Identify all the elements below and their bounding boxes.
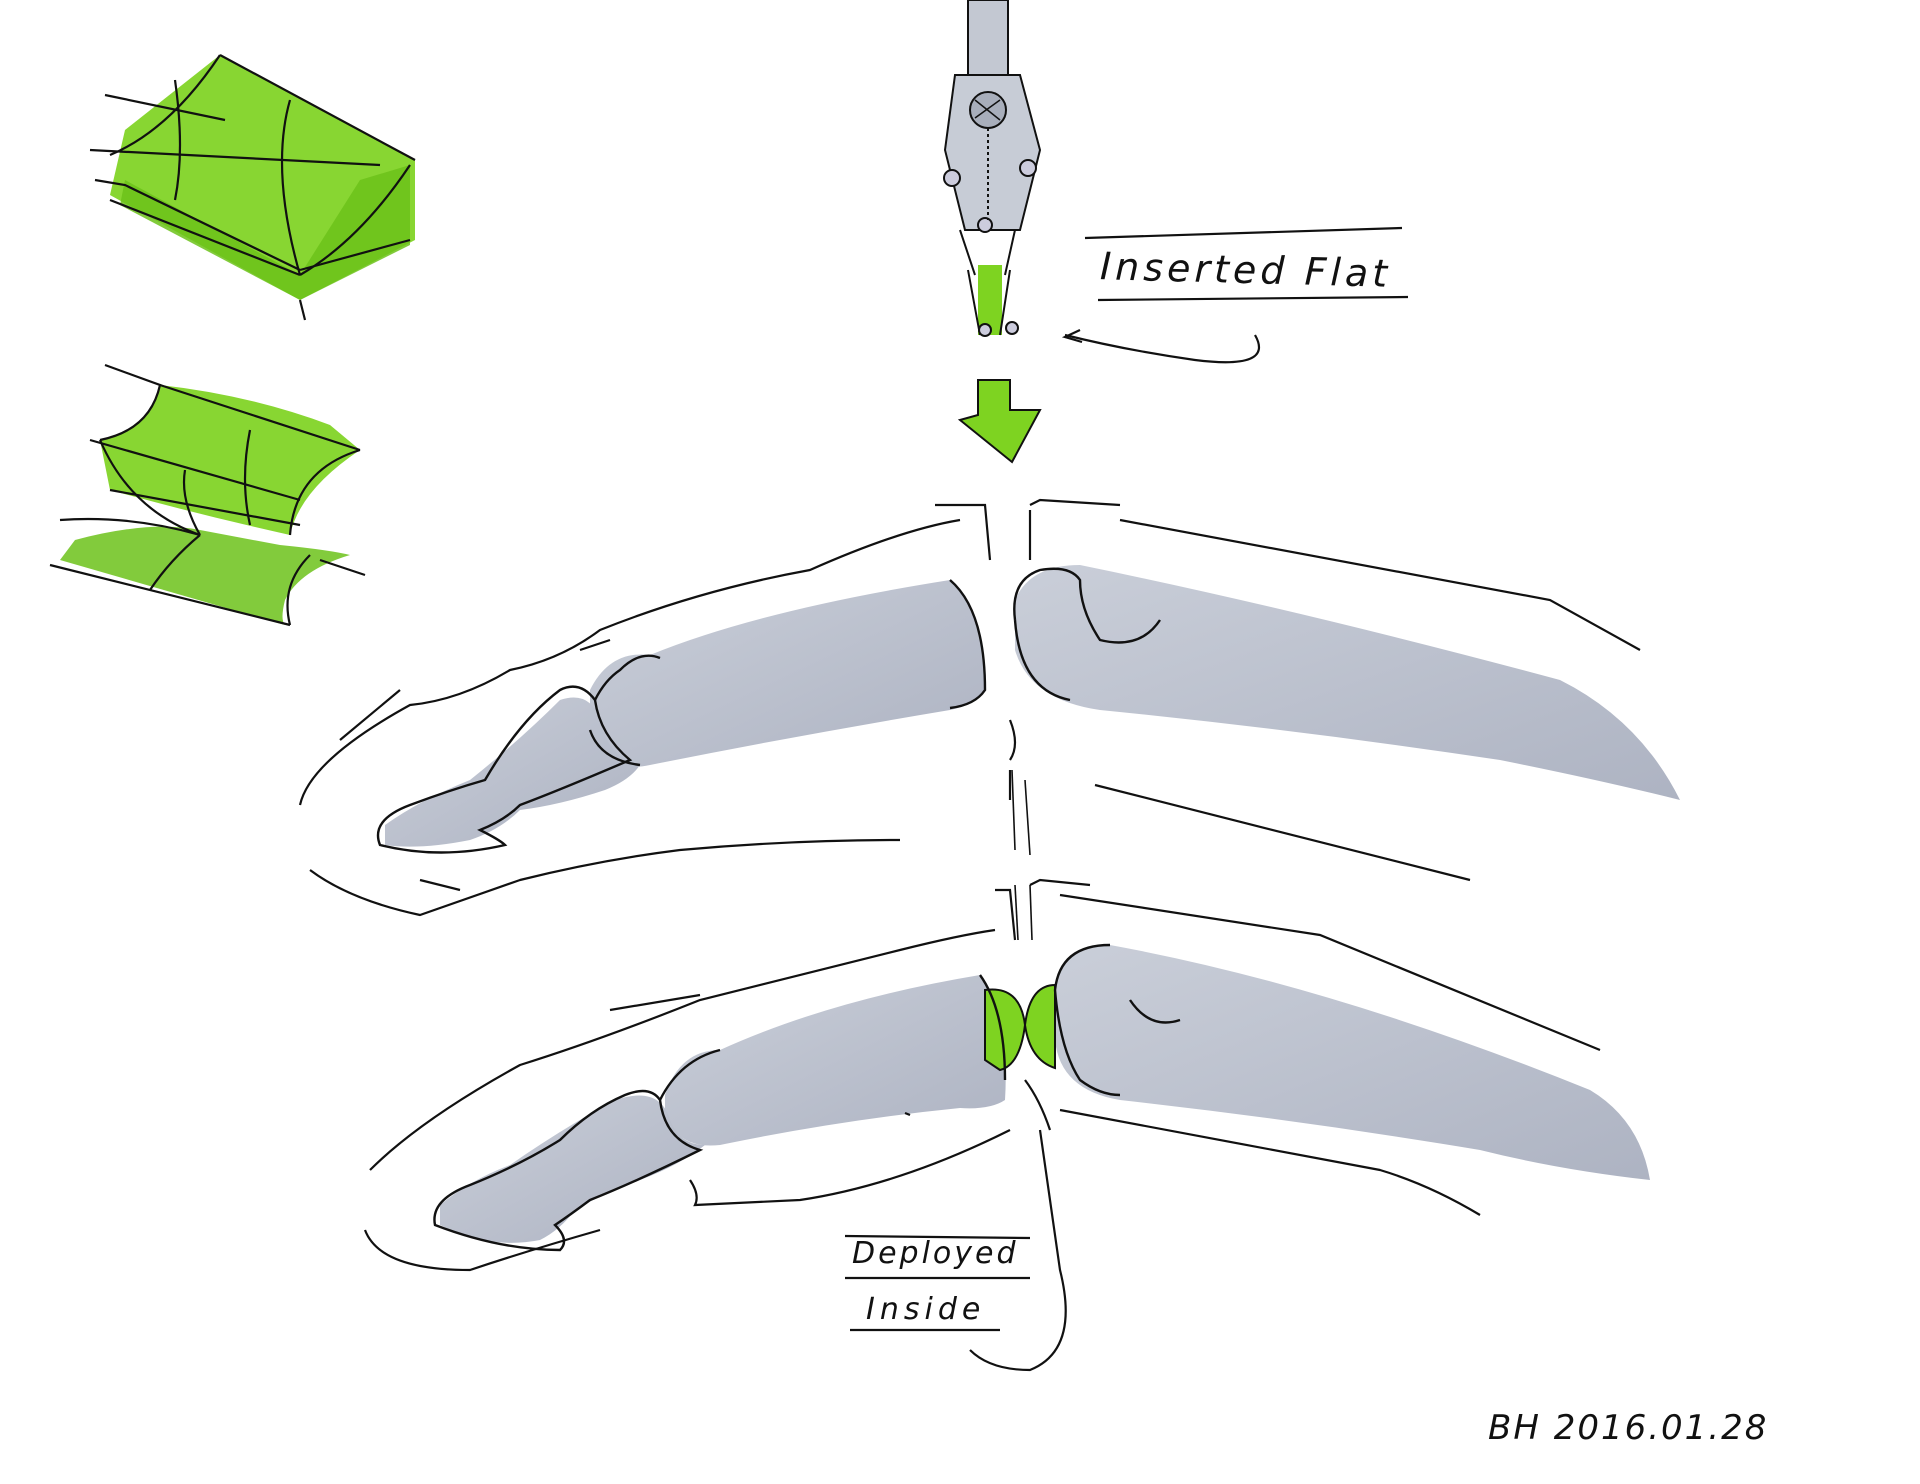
deployed-inside-underlines [844,1234,1031,1332]
middle-phalanx-deployed [665,975,1006,1146]
tool-shaft [967,0,1009,79]
implant-deployed-right [1023,983,1056,1070]
joint-gap-marks [1011,769,1033,941]
implant-flat-bottom-pad [120,165,410,300]
inserted-flat-callout [1061,226,1409,364]
finger-after-deployment [363,878,1650,1372]
distal-phalanx [385,697,640,847]
finger-before-deployment [298,498,1680,917]
tool-head [943,74,1042,231]
inserted-flat-label: Inserted Flat [1099,244,1392,296]
proximal-phalanx-deployed [1055,945,1650,1180]
insertion-tool [943,0,1042,337]
distal-phalanx-deployed [440,1095,705,1243]
implant-flat-sketch [89,54,416,321]
proximal-phalanx [1015,565,1680,800]
deployed-label: Deployed [852,1236,1019,1271]
insert-direction-arrow [957,379,1042,464]
tool-implant-flat [978,265,1002,335]
implant-deployed-sketch [49,363,366,627]
implant-deployed-bottom-pad [60,526,350,625]
signature-date: BH 2016.01.28 [1488,1408,1769,1448]
middle-phalanx [590,580,985,767]
inside-label: Inside [866,1292,986,1327]
